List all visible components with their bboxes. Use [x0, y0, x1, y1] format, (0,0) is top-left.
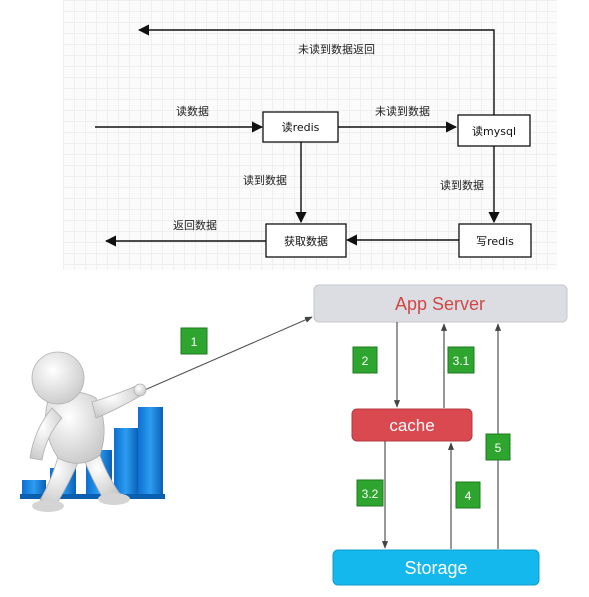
- label-redis-miss: 未读到数据: [375, 104, 430, 118]
- badge-step-3-2-text: 3.2: [362, 487, 379, 501]
- app-server-label: App Server: [395, 294, 485, 314]
- badge-step-4-text: 4: [465, 489, 472, 503]
- storage-label: Storage: [404, 558, 467, 578]
- storage-box: Storage: [332, 549, 540, 586]
- badge-step-1: 1: [180, 327, 208, 355]
- label-mysql-miss-return: 未读到数据返回: [298, 42, 375, 56]
- node-write-redis-label: 写redis: [476, 235, 514, 248]
- node-read-redis: 读redis: [262, 111, 339, 143]
- badge-step-3-1: 3.1: [447, 346, 475, 374]
- node-write-redis: 写redis: [458, 223, 532, 258]
- label-redis-hit: 读到数据: [243, 173, 287, 187]
- node-fetch-data-label: 获取数据: [284, 234, 328, 248]
- edge-mysql-miss-return: [137, 24, 495, 115]
- cache-box: cache: [351, 408, 473, 442]
- cache-label: cache: [389, 416, 434, 435]
- badge-step-4: 4: [455, 481, 481, 509]
- node-read-mysql-label: 读mysql: [472, 124, 516, 138]
- app-server-box: App Server: [313, 284, 568, 323]
- badge-step-5: 5: [485, 433, 511, 461]
- badge-step-3-2: 3.2: [356, 479, 384, 507]
- label-read-data: 读数据: [176, 104, 209, 118]
- node-read-redis-label: 读redis: [282, 120, 320, 134]
- node-read-mysql: 读mysql: [457, 114, 531, 147]
- badge-step-2-text: 2: [362, 354, 369, 368]
- label-mysql-hit: 读到数据: [440, 178, 484, 192]
- label-return-data: 返回数据: [173, 218, 217, 232]
- badge-step-3-1-text: 3.1: [453, 354, 470, 368]
- badge-step-1-text: 1: [191, 335, 198, 349]
- badge-step-5-text: 5: [495, 441, 502, 455]
- badge-step-2: 2: [352, 346, 378, 374]
- node-fetch-data: 获取数据: [265, 223, 347, 258]
- presenter-illustration: [20, 351, 165, 512]
- arrow-step-1: [139, 316, 313, 393]
- person-figure: [29, 351, 147, 512]
